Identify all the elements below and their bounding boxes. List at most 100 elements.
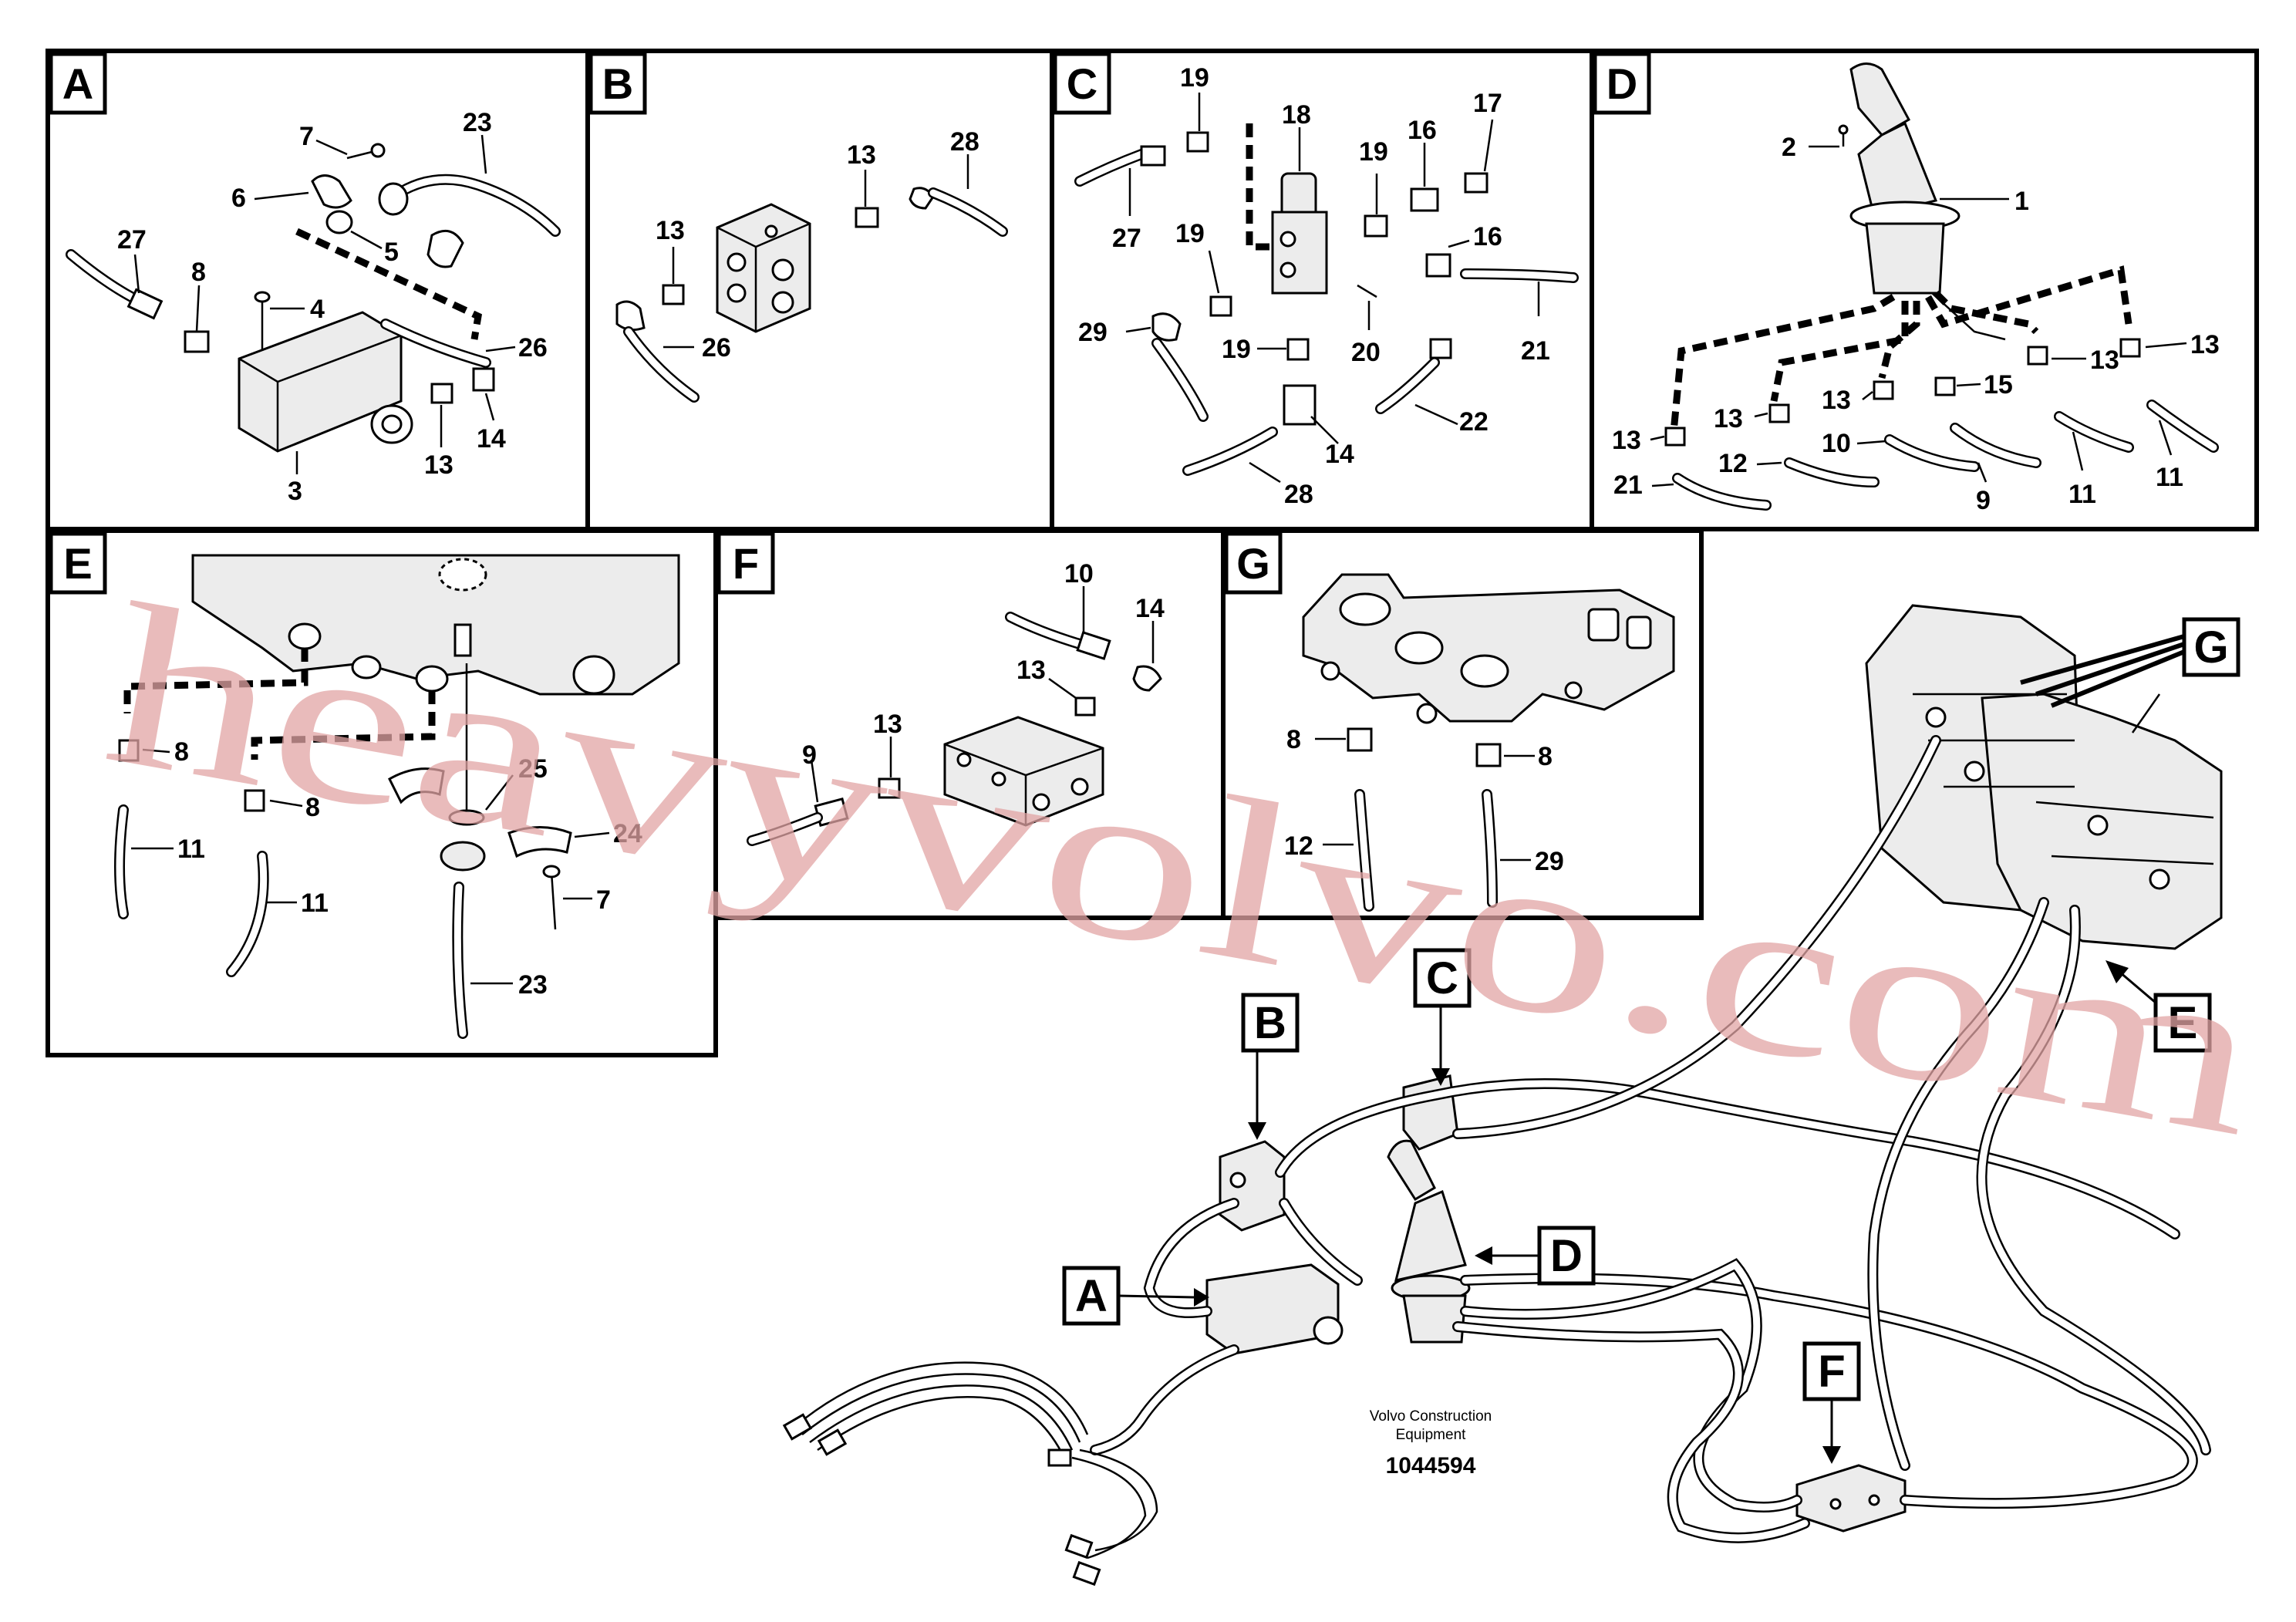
callout-23: 23 <box>518 970 548 1000</box>
callout-27: 27 <box>117 225 147 255</box>
callout-15: 15 <box>1984 370 2013 400</box>
callout-5: 5 <box>384 238 399 267</box>
callout-6: 6 <box>231 184 246 213</box>
callout-20: 20 <box>1351 338 1381 367</box>
callout-13-left: 13 <box>1714 404 1743 433</box>
panel-e-drawing <box>114 554 680 1039</box>
panel-e-letter: E <box>63 539 92 588</box>
panel-c-letter: C <box>1067 59 1097 108</box>
callout-8-b: 8 <box>305 793 320 822</box>
callout-13-left: 13 <box>656 216 685 245</box>
callout-26: 26 <box>518 333 548 363</box>
callout-4: 4 <box>310 295 325 324</box>
overview-label-f: F <box>1802 1341 1861 1464</box>
overview-label-e: E <box>2106 960 2212 1053</box>
callout-11-b: 11 <box>2156 463 2183 492</box>
callout-11-a: 11 <box>177 835 205 864</box>
overview-label-a: A <box>1062 1266 1209 1326</box>
callout-7: 7 <box>299 122 314 151</box>
caption-company-line-1: Volvo Construction <box>1370 1408 1492 1425</box>
panel-e-callouts: 8 8 11 11 25 24 7 23 <box>131 737 642 1000</box>
callout-7: 7 <box>596 885 611 915</box>
overview-labels: A B C D E F <box>1062 617 2240 1464</box>
callout-1: 1 <box>2014 187 2029 216</box>
overview-label-b-text: B <box>1254 998 1286 1048</box>
callout-19-bottom: 19 <box>1222 335 1251 364</box>
panel-d-drawing <box>1664 62 2219 511</box>
overview-label-g-text: G <box>2193 622 2228 673</box>
callout-8-a: 8 <box>174 737 189 767</box>
callout-19-mid: 19 <box>1359 137 1388 167</box>
panel-a-callouts: 7 23 6 5 27 8 4 26 3 13 14 <box>117 108 548 506</box>
callout-8-right: 8 <box>1538 742 1553 771</box>
callout-14: 14 <box>477 424 506 454</box>
callout-14: 14 <box>1135 594 1165 623</box>
overview-label-d-text: D <box>1550 1231 1583 1281</box>
panel-b-letter: B <box>602 59 633 108</box>
panel-g-drawing <box>1302 573 1675 912</box>
callout-9: 9 <box>1976 486 1991 515</box>
panel-d-letter: D <box>1607 59 1637 108</box>
callout-16-top: 16 <box>1408 116 1437 145</box>
callout-13: 13 <box>424 450 453 480</box>
callout-17: 17 <box>1473 89 1502 118</box>
callout-10: 10 <box>1064 559 1094 588</box>
callout-29: 29 <box>1535 847 1564 876</box>
callout-13-mid: 13 <box>1822 386 1851 415</box>
panel-d-letter-box: D <box>1593 52 1651 115</box>
callout-28: 28 <box>950 127 979 157</box>
overview-label-c: C <box>1413 948 1472 1086</box>
callout-22: 22 <box>1459 407 1489 437</box>
callout-14: 14 <box>1325 440 1354 469</box>
panel-a-drawing <box>66 143 561 453</box>
panel-b-letter-box: B <box>588 52 647 115</box>
callout-2: 2 <box>1782 133 1796 162</box>
callout-9: 9 <box>802 740 817 770</box>
callout-16-mid: 16 <box>1473 222 1502 251</box>
panel-g-callouts: 8 8 12 29 <box>1284 725 1564 876</box>
panel-g-letter: G <box>1236 539 1270 588</box>
panel-frames <box>46 49 2259 1057</box>
callout-8-left: 8 <box>1286 725 1301 754</box>
callout-12: 12 <box>1284 831 1313 861</box>
callout-19-left: 19 <box>1175 219 1205 248</box>
callout-25: 25 <box>518 754 548 784</box>
drawing-number: 1044594 <box>1386 1453 1476 1479</box>
panel-d-frame <box>1590 49 2259 531</box>
overview-assembly <box>782 604 2223 1587</box>
overview-label-b: B <box>1241 993 1300 1140</box>
callout-23: 23 <box>463 108 492 137</box>
callout-8: 8 <box>191 258 206 287</box>
panel-a-letter: A <box>62 59 93 108</box>
panel-b-drawing <box>615 187 1008 403</box>
overview-label-a-text: A <box>1075 1271 1108 1321</box>
callout-18: 18 <box>1282 100 1311 130</box>
panel-d-callouts: 2 1 13 13 13 13 15 13 21 12 10 9 11 11 <box>1612 133 2220 515</box>
callout-21: 21 <box>1521 336 1550 366</box>
panel-c-letter-box: C <box>1053 52 1111 115</box>
panel-f-drawing <box>747 612 1162 846</box>
callout-13-far-right: 13 <box>2190 330 2220 359</box>
overview-hoses <box>1090 735 2211 1543</box>
callout-11-a: 11 <box>2068 480 2096 509</box>
callout-29: 29 <box>1078 318 1108 347</box>
callout-13-top: 13 <box>847 140 876 170</box>
caption-company-line-2: Equipment <box>1396 1427 1467 1443</box>
callout-11-b: 11 <box>301 889 329 918</box>
panel-f-callouts: 10 14 13 13 9 <box>802 559 1165 803</box>
callout-12: 12 <box>1718 449 1748 478</box>
panel-c-callouts: 19 18 19 16 17 27 19 16 29 19 20 21 14 2… <box>1078 63 1550 509</box>
callout-28: 28 <box>1284 480 1313 509</box>
panel-b-frame <box>585 49 1054 531</box>
panel-f-letter-box: F <box>716 531 775 595</box>
panel-f-letter: F <box>733 539 759 588</box>
panel-g-frame <box>1221 528 1704 920</box>
drawing-caption: Volvo Construction Equipment 1044594 <box>1370 1408 1492 1479</box>
overview-label-c-text: C <box>1426 953 1458 1003</box>
panel-letter-boxes: A B C D E F G <box>49 52 1651 595</box>
overview-label-g: G <box>2020 617 2240 708</box>
callout-10: 10 <box>1822 429 1851 458</box>
callout-3: 3 <box>288 477 302 506</box>
panel-b-callouts: 13 28 13 26 <box>656 127 979 363</box>
